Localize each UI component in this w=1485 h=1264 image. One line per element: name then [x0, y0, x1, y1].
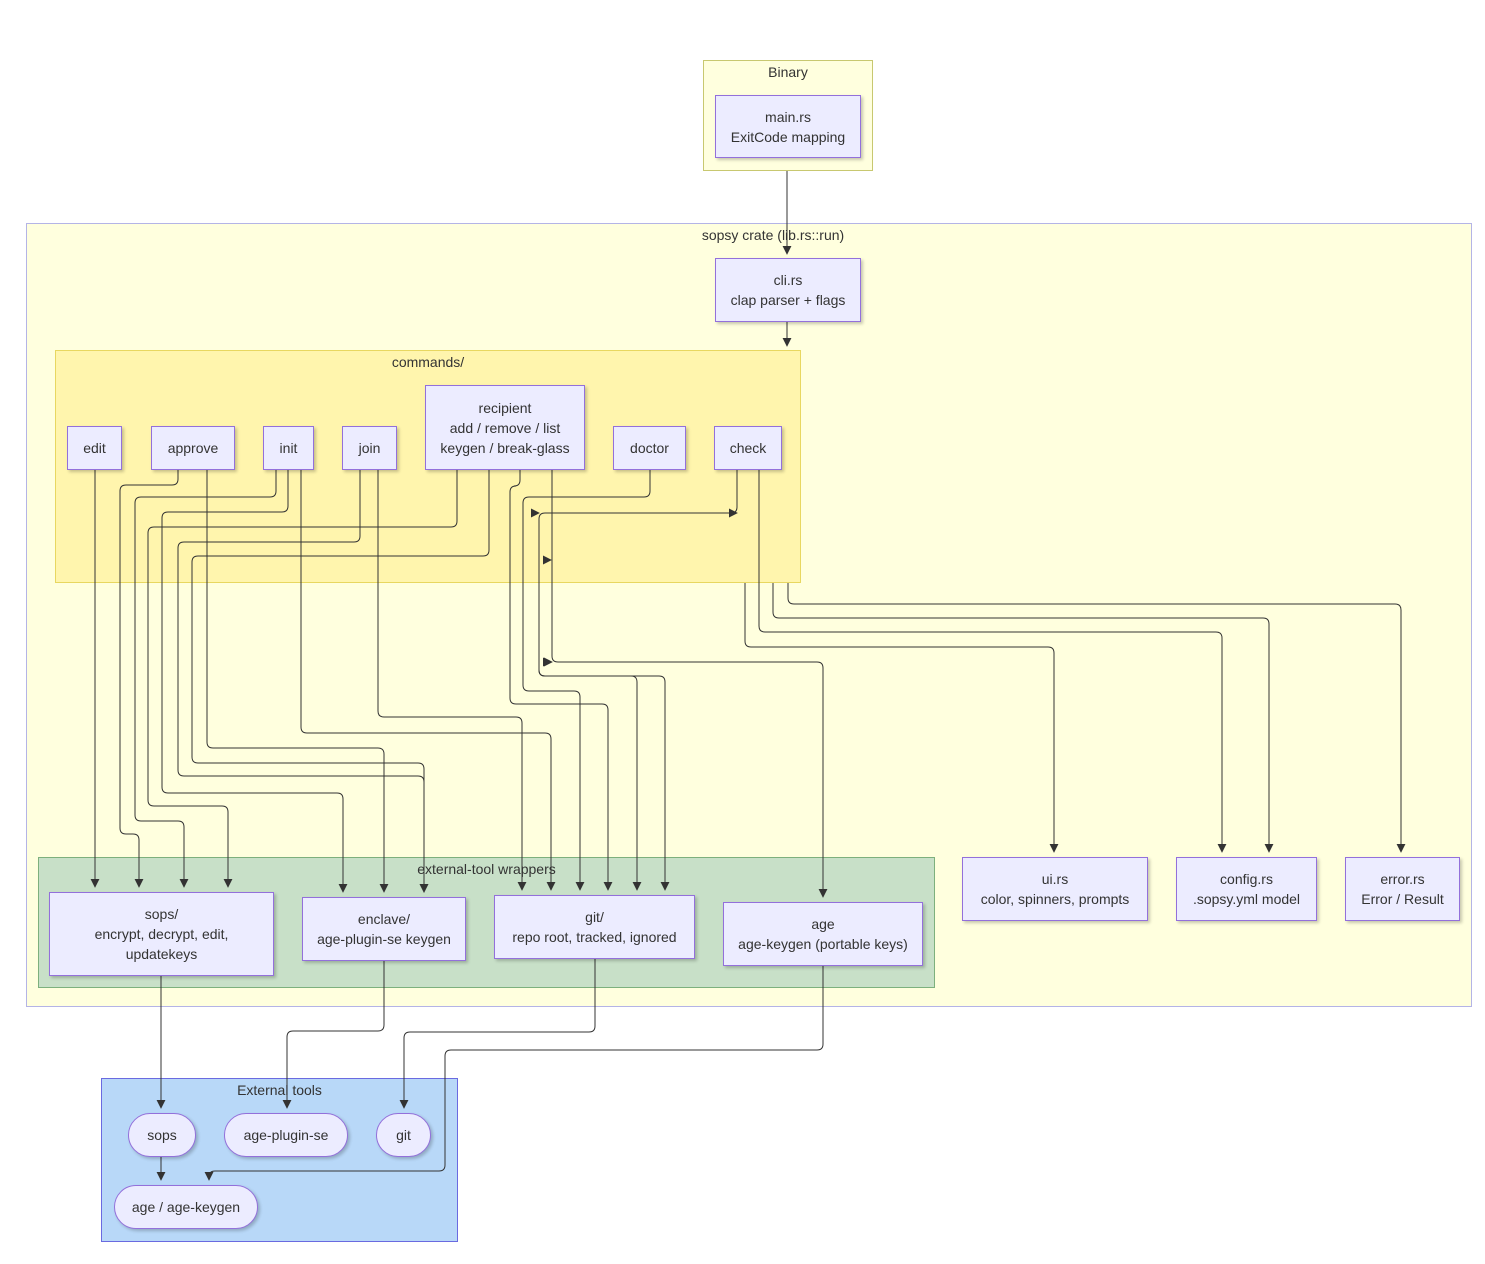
binary-cluster-title: Binary	[768, 64, 808, 80]
edit-command-node: edit	[67, 426, 122, 470]
enclave-wrapper-desc: age-plugin-se keygen	[317, 931, 451, 947]
ui-rs-node: ui.rs color, spinners, prompts	[962, 857, 1148, 921]
approve-label: approve	[167, 440, 219, 456]
approve-command-node: approve	[151, 426, 235, 470]
age-wrapper-title: age	[811, 916, 835, 932]
doctor-command-node: doctor	[613, 426, 686, 470]
error-rs-node: error.rs Error / Result	[1345, 857, 1460, 921]
error-rs-title: error.rs	[1380, 871, 1425, 887]
sops-wrapper-line3: updatekeys	[125, 946, 198, 962]
config-rs-node: config.rs .sopsy.yml model	[1176, 857, 1317, 921]
crate-cluster-title: sopsy crate (lib.rs::run)	[701, 227, 845, 243]
enclave-wrapper-node: enclave/ age-plugin-se keygen	[302, 897, 466, 961]
age-keygen-tool-node: age / age-keygen	[114, 1185, 258, 1229]
ui-rs-title: ui.rs	[1041, 871, 1069, 887]
init-command-node: init	[263, 426, 314, 470]
doctor-label: doctor	[630, 440, 669, 456]
recipient-line2: add / remove / list	[449, 419, 561, 436]
recipient-command-node: recipient add / remove / list keygen / b…	[425, 385, 585, 470]
join-label: join	[358, 440, 381, 456]
age-keygen-tool-label: age / age-keygen	[131, 1199, 241, 1215]
check-command-node: check	[714, 426, 782, 470]
init-label: init	[279, 440, 298, 456]
external-tools-cluster-title: External tools	[237, 1082, 322, 1098]
enclave-wrapper-title: enclave/	[357, 911, 411, 927]
sops-wrapper-title: sops/	[144, 906, 179, 922]
join-command-node: join	[342, 426, 397, 470]
git-wrapper-title: git/	[585, 909, 604, 925]
sops-wrapper-line2: encrypt, decrypt, edit,	[94, 926, 229, 942]
age-wrapper-node: age age-keygen (portable keys)	[723, 902, 923, 966]
wrappers-cluster-title: external-tool wrappers	[417, 861, 556, 877]
sops-tool-node: sops	[128, 1113, 196, 1157]
check-label: check	[729, 440, 767, 456]
git-wrapper-node: git/ repo root, tracked, ignored	[494, 895, 695, 959]
age-plugin-se-tool-label: age-plugin-se	[243, 1127, 329, 1143]
main-rs-node: main.rs ExitCode mapping	[715, 95, 861, 158]
config-rs-desc: .sopsy.yml model	[1192, 891, 1301, 907]
age-wrapper-desc: age-keygen (portable keys)	[738, 936, 908, 952]
main-rs-title: main.rs	[765, 108, 811, 125]
cli-rs-title: cli.rs	[773, 272, 803, 288]
recipient-line3: keygen / break-glass	[440, 439, 570, 456]
cli-rs-node: cli.rs clap parser + flags	[715, 258, 861, 322]
edit-label: edit	[83, 440, 106, 456]
git-tool-label: git	[396, 1127, 411, 1143]
cli-rs-desc: clap parser + flags	[730, 292, 846, 308]
ui-rs-desc: color, spinners, prompts	[980, 891, 1130, 907]
git-tool-node: git	[376, 1113, 431, 1157]
age-plugin-se-tool-node: age-plugin-se	[224, 1113, 348, 1157]
error-rs-desc: Error / Result	[1361, 891, 1444, 907]
recipient-title: recipient	[478, 399, 532, 416]
sops-wrapper-node: sops/ encrypt, decrypt, edit, updatekeys	[49, 892, 274, 976]
config-rs-title: config.rs	[1220, 871, 1273, 887]
commands-cluster-title: commands/	[391, 354, 465, 370]
main-rs-desc: ExitCode mapping	[730, 128, 846, 145]
sops-tool-label: sops	[147, 1127, 177, 1143]
git-wrapper-desc: repo root, tracked, ignored	[512, 929, 677, 945]
